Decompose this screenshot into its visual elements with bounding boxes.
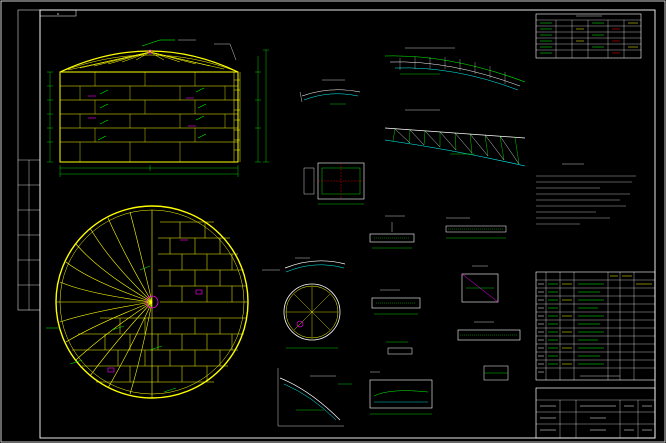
section-detail-2: [371, 289, 421, 315]
roof-segment-detail: [262, 257, 346, 273]
elevation-view: [47, 39, 269, 177]
plate-detail: [457, 321, 521, 341]
plan-annotations: [46, 265, 177, 393]
plan-view: [46, 205, 249, 399]
shell-courses: [60, 85, 238, 143]
bottom-dimensions: [59, 165, 239, 177]
top-leaders: [178, 39, 237, 61]
section-detail-1: [369, 215, 415, 249]
anchor-detail: [461, 265, 499, 303]
small-arc-detail: [299, 79, 361, 105]
rafter-arc-detail: [384, 47, 526, 91]
side-ladder: [233, 72, 241, 162]
small-section-3: [386, 341, 413, 355]
nozzle-marks: [97, 39, 207, 141]
stair-detail: [277, 368, 352, 427]
dome-roof: [59, 50, 239, 73]
corner-tag-text: v: [57, 12, 59, 16]
center-ring-detail: [303, 162, 365, 205]
small-box-detail: [483, 365, 509, 381]
title-block: [535, 387, 656, 439]
binding-strip-cells: [18, 159, 40, 310]
rafter-fan-detail: [384, 109, 526, 167]
plan-rafters: [56, 210, 153, 398]
inner-frame: [39, 9, 656, 439]
bottom-section-detail: [369, 371, 433, 415]
plan-magenta: [107, 239, 203, 373]
material-table: [535, 13, 642, 59]
left-dimensions: [47, 71, 53, 163]
tank-wall: [59, 71, 239, 163]
notes-block: [536, 163, 636, 225]
manhole-plan: [283, 283, 341, 349]
bottom-plate-pattern: [72, 221, 248, 383]
magenta-details: [88, 49, 196, 127]
plate-joints: [79, 72, 226, 162]
joint-detail-1: [445, 217, 507, 239]
roof-rafters: [67, 51, 225, 71]
parts-list: [535, 271, 656, 381]
right-dimensions: [255, 49, 269, 163]
corner-tag: [39, 9, 77, 17]
plan-center-ring: [145, 295, 159, 309]
